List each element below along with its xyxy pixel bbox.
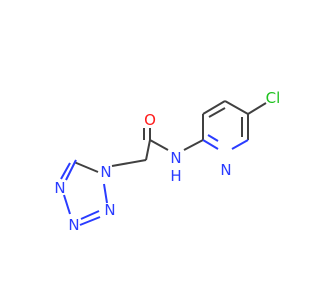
nh-h-label: H (170, 167, 181, 185)
bond-n1-c5 (73, 161, 99, 173)
bond-n1-ch2 (111, 159, 147, 167)
pyridine-n-label: N (220, 161, 231, 179)
bond-c5-n4 (65, 159, 77, 181)
bond-ch2-ch2 (145, 139, 151, 161)
bonds (60, 100, 267, 226)
bond-c3-c4-double (208, 107, 226, 118)
bond-n3-n2 (79, 216, 101, 226)
o-label: O (144, 111, 156, 129)
bond-n3-n2-double (80, 210, 100, 220)
n3-label: N (68, 216, 79, 234)
n1-label: N (100, 163, 111, 181)
molecule-diagram: N N N N O N H N Cl (54, 89, 280, 234)
bond-npyr-c2 (202, 139, 219, 150)
cl-label: Cl (266, 89, 281, 107)
bond-c6-npyr (231, 139, 249, 150)
bond-c5-cl (247, 102, 267, 115)
bond-npyr-c2-double (207, 134, 219, 142)
bond-c5-n4-double (60, 162, 71, 180)
bond-c-nh (149, 139, 169, 151)
bond-n2-n1 (103, 183, 108, 204)
bond-nh-cpyr (183, 139, 204, 151)
bond-c3-c4 (202, 100, 226, 115)
bond-c4-c5 (224, 100, 249, 115)
nh-n-label: N (170, 149, 181, 167)
atom-labels: N N N N O N H N Cl (54, 89, 280, 234)
bond-n4-n3 (63, 194, 71, 215)
n4-label: N (54, 179, 65, 197)
structure-drawing: N N N N O N H N Cl (54, 89, 280, 234)
n2-label: N (104, 201, 115, 219)
